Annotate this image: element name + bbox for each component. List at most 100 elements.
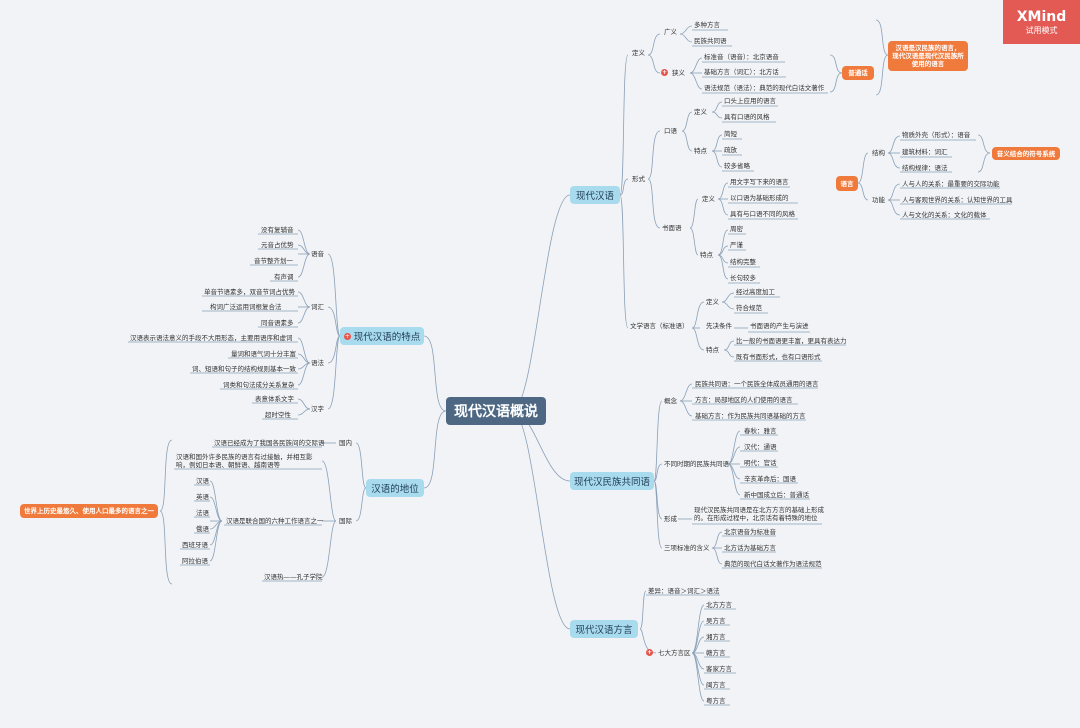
topic-structure-item[interactable]: 建筑材料：词汇 xyxy=(902,148,948,156)
topic-period-item[interactable]: 春秋：雅言 xyxy=(744,427,777,435)
topic-domestic-item[interactable]: 汉语已经成为了我国各民族间的交际语 xyxy=(214,439,325,447)
callout-world-language[interactable]: 世界上历史最悠久、使用人口最多的语言之一 xyxy=(20,504,158,518)
topic-meaning-item[interactable]: 典范的现代白话文著作为语法规范 xyxy=(724,560,822,568)
topic-phonetics-item[interactable]: 有声调 xyxy=(274,273,294,281)
topic-grammar-item[interactable]: 词、短语和句子的结构规则基本一致 xyxy=(192,365,296,373)
topic-broad-item[interactable]: 民族共同语 xyxy=(694,37,727,45)
topic-function-item[interactable]: 人与文化的关系：文化的载体 xyxy=(902,211,987,219)
topic-grammar-item[interactable]: 汉语表示语法意义的手段不大用形态，主要用语序和虚词 xyxy=(130,334,293,342)
topic-script-item[interactable]: 超时空性 xyxy=(265,411,291,419)
topic-period-item[interactable]: 明代：官话 xyxy=(744,459,777,467)
topic-formation-item[interactable]: 现代汉民族共同语是在北方方言的基础上形成的。在形成过程中，北京话有着特殊的地位 xyxy=(694,506,824,522)
topic-dialect-item[interactable]: 赣方言 xyxy=(706,649,726,657)
expand-plus-icon[interactable]: + xyxy=(661,69,668,76)
topic-period-item[interactable]: 辛亥革命后：国语 xyxy=(744,475,796,483)
topic-written-feat-item[interactable]: 周密 xyxy=(730,225,743,233)
branch-common-language[interactable]: 现代汉民族共同语 xyxy=(570,472,654,490)
topic-vocab-item[interactable]: 同音语素多 xyxy=(261,319,294,327)
expand-plus-icon[interactable]: + xyxy=(646,649,653,656)
topic-narrow-item[interactable]: 基础方言（词汇）：北方话 xyxy=(704,68,779,76)
topic-literary-feat-item[interactable]: 比一般的书面语更丰富，更具有表达力 xyxy=(736,337,847,345)
topic-written-def-item[interactable]: 以口语为基础形成的 xyxy=(730,194,789,202)
topic-literary-precondition-item[interactable]: 书面语的产生与演进 xyxy=(750,322,809,330)
topic-intl-item[interactable]: 汉语是联合国的六种工作语言之一 xyxy=(226,517,324,525)
topic-form[interactable]: 形式 xyxy=(632,175,645,183)
topic-un-language[interactable]: 阿拉伯语 xyxy=(182,557,208,565)
topic-function-item[interactable]: 人与客观世界的关系：认知世界的工具 xyxy=(902,196,1013,204)
topic-period-item[interactable]: 新中国成立后：普通话 xyxy=(744,491,809,499)
topic-narrow-item[interactable]: 语法规范（语法）：典范的现代白话文著作 xyxy=(704,84,825,92)
topic-written-feat-item[interactable]: 严谨 xyxy=(730,241,743,249)
topic-dialect-item[interactable]: 北方方言 xyxy=(706,601,732,609)
topic-period-item[interactable]: 汉代：通语 xyxy=(744,443,777,451)
topic-vocab-item[interactable]: 单音节语素多，双音节词占优势 xyxy=(204,288,295,296)
topic-written[interactable]: 书面语 xyxy=(662,224,682,232)
topic-script[interactable]: 汉字 xyxy=(311,405,324,413)
topic-literary-def-item[interactable]: 符合规范 xyxy=(736,304,762,312)
branch-status[interactable]: 汉语的地位 xyxy=(366,479,424,497)
topic-broad[interactable]: 广义 xyxy=(664,28,677,36)
topic-grammar-item[interactable]: 词类和句法成分关系复杂 xyxy=(223,381,295,389)
topic-structure-item[interactable]: 结构规律：语法 xyxy=(902,164,948,172)
topic-dialect-item[interactable]: 闽方言 xyxy=(706,681,726,689)
topic-vocab-item[interactable]: 构词广泛运用词根复合法 xyxy=(210,303,282,311)
topic-function[interactable]: 功能 xyxy=(872,196,885,204)
topic-literary-def[interactable]: 定义 xyxy=(706,298,719,306)
topic-written-feat-item[interactable]: 结构完整 xyxy=(730,258,756,266)
topic-literary-feat-item[interactable]: 既有书面形式，也有口语形式 xyxy=(736,353,821,361)
topic-concept-item[interactable]: 基础方言：作为民族共同语基础的方言 xyxy=(695,412,806,420)
topic-periods[interactable]: 不同时期的民族共同语 xyxy=(664,460,729,468)
topic-seven-dialects[interactable]: 七大方言区 xyxy=(658,649,691,657)
branch-features[interactable]: + 现代汉语的特点 xyxy=(340,327,424,345)
topic-definition[interactable]: 定义 xyxy=(632,49,645,57)
topic-un-language[interactable]: 英语 xyxy=(196,493,209,501)
topic-international[interactable]: 国际 xyxy=(339,517,352,525)
topic-meaning[interactable]: 三项标准的含义 xyxy=(664,544,710,552)
topic-concept-item[interactable]: 民族共同语：一个民族全体成员通用的语言 xyxy=(695,380,819,388)
topic-dialect-item[interactable]: 粤方言 xyxy=(706,697,726,705)
topic-phonetics-item[interactable]: 元音占优势 xyxy=(261,241,294,249)
callout-language[interactable]: 语言 xyxy=(836,176,858,191)
callout-putonghua[interactable]: 普通话 xyxy=(842,66,874,80)
topic-vocab[interactable]: 词汇 xyxy=(311,303,324,311)
topic-narrow-item[interactable]: 标准音（语音）：北京语音 xyxy=(704,53,779,61)
topic-function-item[interactable]: 人与人的关系：最重要的交际功能 xyxy=(902,180,1000,188)
topic-grammar[interactable]: 语法 xyxy=(311,359,324,367)
topic-dialect-item[interactable]: 客家方言 xyxy=(706,665,732,673)
topic-meaning-item[interactable]: 北方话为基础方言 xyxy=(724,544,776,552)
topic-oral-def-item[interactable]: 口头上应用的语言 xyxy=(724,97,776,105)
root-node[interactable]: 现代汉语概说 xyxy=(446,397,546,425)
topic-phonetics-item[interactable]: 没有复辅音 xyxy=(261,226,294,234)
topic-literary-def-item[interactable]: 经过高度加工 xyxy=(736,288,775,296)
callout-definition[interactable]: 汉语是汉民族的语言， 现代汉语是现代汉民族所使用的语言 xyxy=(888,41,968,71)
topic-oral-feat[interactable]: 特点 xyxy=(694,147,707,155)
topic-un-language[interactable]: 俄语 xyxy=(196,525,209,533)
topic-dialect-difference[interactable]: 差异：语音＞词汇＞语法 xyxy=(648,587,720,595)
topic-oral-feat-item[interactable]: 疏放 xyxy=(724,146,737,154)
topic-literary-precondition[interactable]: 先决条件 xyxy=(706,322,732,330)
topic-structure[interactable]: 结构 xyxy=(872,149,885,157)
topic-concept-item[interactable]: 方言：局部地区的人们使用的语言 xyxy=(695,396,793,404)
topic-grammar-item[interactable]: 量词和语气词十分丰富 xyxy=(231,350,296,358)
topic-oral-feat-item[interactable]: 简短 xyxy=(724,130,737,138)
topic-oral-feat-item[interactable]: 较多省略 xyxy=(724,162,750,170)
topic-narrow[interactable]: 狭义 xyxy=(672,69,685,77)
topic-domestic[interactable]: 国内 xyxy=(339,439,352,447)
topic-structure-item[interactable]: 物质外壳（形式）：语音 xyxy=(902,131,971,139)
topic-phonetics[interactable]: 语音 xyxy=(311,250,324,258)
topic-intl-item[interactable]: 汉语和国外许多民族的语言有过接触，并相互影响，例如日本语、朝鲜语、越南语等 xyxy=(176,453,313,469)
topic-dialect-item[interactable]: 吴方言 xyxy=(706,617,726,625)
branch-dialects[interactable]: 现代汉语方言 xyxy=(570,620,638,638)
topic-un-language[interactable]: 西班牙语 xyxy=(182,541,208,549)
topic-phonetics-item[interactable]: 音节整齐划一 xyxy=(254,257,293,265)
topic-concept[interactable]: 概念 xyxy=(664,397,677,405)
topic-broad-item[interactable]: 多种方言 xyxy=(694,21,720,29)
topic-literary-language[interactable]: 文学语言（标准语） xyxy=(630,322,689,330)
topic-written-feat[interactable]: 特点 xyxy=(700,251,713,259)
topic-oral-def[interactable]: 定义 xyxy=(694,108,707,116)
topic-script-item[interactable]: 表意体系文字 xyxy=(255,395,294,403)
topic-written-def-item[interactable]: 具有与口语不同的风格 xyxy=(730,210,795,218)
callout-symbol-system[interactable]: 音义结合的符号系统 xyxy=(992,147,1060,160)
topic-intl-item[interactable]: 汉语热——孔子学院 xyxy=(264,573,323,581)
topic-un-language[interactable]: 法语 xyxy=(196,509,209,517)
